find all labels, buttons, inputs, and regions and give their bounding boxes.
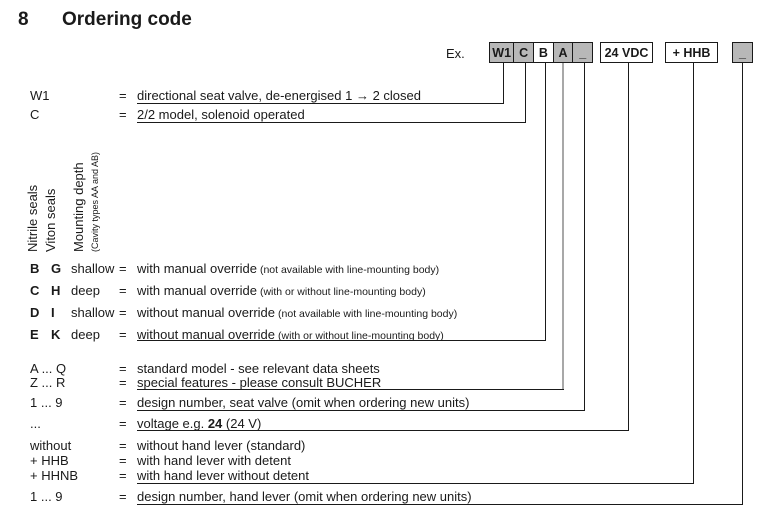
description: with manual override(with or without lin… — [137, 283, 426, 298]
connector-line-features — [562, 63, 564, 390]
depth-label: shallow — [71, 305, 115, 320]
mounting-depth-label: Mounting depth — [71, 162, 86, 252]
nitrile-code: C — [30, 283, 40, 298]
code-label: A ... Q — [30, 361, 67, 376]
legend-row-seal-ek: E K deep = without manual override(with … — [0, 327, 762, 343]
code-cell-a: A — [553, 43, 574, 62]
description: voltage e.g. 24 (24 V) — [137, 416, 262, 431]
voltage-box: 24 VDC — [600, 42, 653, 63]
legend-row-valve-type: W1 = directional seat valve, de-energise… — [0, 88, 762, 104]
underline-model — [137, 122, 526, 123]
underline-voltage — [137, 430, 629, 431]
underline-design-lever — [137, 504, 743, 505]
legend-row-lever-hhnb: + HHNB = with hand lever without detent — [0, 468, 762, 484]
depth-label: shallow — [71, 261, 115, 276]
code-cell-c: C — [514, 43, 534, 62]
equals-sign: = — [119, 375, 127, 390]
connector-line-seals — [545, 63, 546, 341]
equals-sign: = — [119, 416, 127, 431]
viton-code: K — [51, 327, 61, 342]
design-number-box: _ — [732, 42, 753, 63]
code-cell-blank: _ — [573, 43, 593, 62]
equals-sign: = — [119, 395, 127, 410]
legend-row-lever-hhb: + HHB = with hand lever with detent — [0, 453, 762, 469]
nitrile-seals-label: Nitrile seals — [25, 184, 40, 252]
legend-row-seal-di: D I shallow = without manual override(no… — [0, 305, 762, 321]
description: directional seat valve, de-energised 1 →… — [137, 88, 421, 103]
connector-line-model — [525, 63, 526, 123]
page-title: Ordering code — [62, 9, 192, 30]
equals-sign: = — [119, 261, 127, 276]
legend-row-design-seat: 1 ... 9 = design number, seat valve (omi… — [0, 395, 762, 411]
nitrile-code: B — [30, 261, 40, 276]
connector-line-valve-type — [503, 63, 504, 104]
legend-row-special-features: Z ... R = special features - please cons… — [0, 375, 762, 391]
viton-code: H — [51, 283, 61, 298]
connector-line-design-lever — [742, 63, 743, 505]
code-label: W1 — [30, 88, 50, 103]
legend-row-standard-model: A ... Q = standard model - see relevant … — [0, 361, 762, 377]
underline-design-seat — [137, 410, 585, 411]
description: design number, hand lever (omit when ord… — [137, 489, 472, 504]
code-label: without — [30, 438, 72, 453]
legend-row-seal-ch: C H deep = with manual override(with or … — [0, 283, 762, 299]
legend-row-design-lever: 1 ... 9 = design number, hand lever (omi… — [0, 489, 762, 505]
hand-lever-box: + HHB — [665, 42, 718, 63]
legend-row-voltage: ... = voltage e.g. 24 (24 V) — [0, 416, 762, 432]
code-label: C — [30, 107, 40, 122]
equals-sign: = — [119, 283, 127, 298]
legend-row-model: C = 2/2 model, solenoid operated — [0, 107, 762, 123]
mounting-depth-note: (Cavity types AA and AB) — [90, 151, 100, 252]
description: with hand lever without detent — [137, 468, 309, 483]
description: special features - please consult BUCHER — [137, 375, 382, 390]
viton-code: I — [51, 305, 55, 320]
code-label: 1 ... 9 — [30, 395, 63, 410]
viton-seals-label: Viton seals — [43, 188, 58, 252]
example-label: Ex. — [446, 46, 465, 61]
description: 2/2 model, solenoid operated — [137, 107, 305, 122]
depth-label: deep — [71, 327, 100, 342]
depth-label: deep — [71, 283, 100, 298]
code-label: + HHNB — [30, 468, 79, 483]
description: without manual override(with or without … — [137, 327, 444, 342]
underline-hand-lever — [137, 483, 694, 484]
description: without hand lever (standard) — [137, 438, 306, 453]
ordering-code-group-box: W1 C B A _ — [489, 42, 593, 63]
legend-row-lever-without: without = without hand lever (standard) — [0, 438, 762, 454]
legend-row-seal-bg: B G shallow = with manual override(not a… — [0, 261, 762, 277]
equals-sign: = — [119, 468, 127, 483]
connector-line-hand-lever — [693, 63, 694, 484]
equals-sign: = — [119, 327, 127, 342]
equals-sign: = — [119, 438, 127, 453]
viton-code: G — [51, 261, 62, 276]
code-label: Z ... R — [30, 375, 66, 390]
description: with hand lever with detent — [137, 453, 291, 468]
description: without manual override(not available wi… — [137, 305, 458, 320]
underline-features — [137, 389, 564, 390]
nitrile-code: E — [30, 327, 39, 342]
equals-sign: = — [119, 489, 127, 504]
section-number: 8 — [18, 9, 29, 30]
connector-line-voltage — [628, 63, 629, 431]
code-label: ... — [30, 416, 41, 431]
equals-sign: = — [119, 453, 127, 468]
equals-sign: = — [119, 361, 127, 376]
underline-valve-type — [137, 103, 504, 104]
equals-sign: = — [119, 107, 127, 122]
code-cell-w1: W1 — [490, 43, 515, 62]
underline-seals — [137, 340, 546, 341]
equals-sign: = — [119, 88, 127, 103]
description: with manual override(not available with … — [137, 261, 440, 276]
equals-sign: = — [119, 305, 127, 320]
code-cell-b: B — [534, 43, 554, 62]
nitrile-code: D — [30, 305, 40, 320]
description: standard model - see relevant data sheet… — [137, 361, 380, 376]
description: design number, seat valve (omit when ord… — [137, 395, 470, 410]
code-label: 1 ... 9 — [30, 489, 63, 504]
connector-line-design-seat — [584, 63, 585, 411]
code-label: + HHB — [30, 453, 69, 468]
